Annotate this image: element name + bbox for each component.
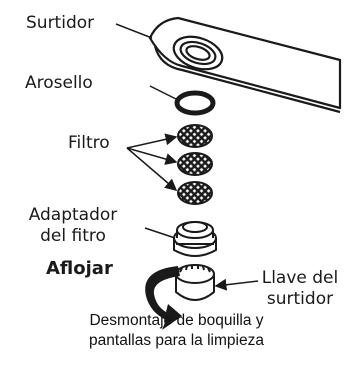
spout-wrench xyxy=(175,264,215,301)
oring-leader xyxy=(149,85,179,101)
caption-line1: Desmontaje de boquilla y xyxy=(89,312,264,329)
spout xyxy=(148,16,342,114)
filter-screen-1 xyxy=(177,124,213,148)
wrench-label-line1: Llave del xyxy=(261,268,339,288)
leader-lines xyxy=(115,23,259,291)
adapter-leader xyxy=(144,227,176,239)
adapter-label: Adaptador del fitro xyxy=(7,205,139,247)
wrench-label: Llave del surtidor xyxy=(252,268,348,310)
wrench-label-line2: surtidor xyxy=(266,289,334,309)
spout-leader xyxy=(115,23,153,39)
filter-screen-3 xyxy=(177,181,213,205)
filter-adapter xyxy=(173,221,217,257)
wrench-leader xyxy=(214,278,259,291)
figure-caption: Desmontaje de boquilla y pantallas para … xyxy=(0,311,353,351)
filter-label: Filtro xyxy=(68,133,110,153)
loosen-label: Aflojar xyxy=(46,258,113,279)
filter-leader-1 xyxy=(126,133,178,149)
filter-leader-2 xyxy=(126,147,178,165)
loosen-arrow-icon xyxy=(145,266,182,330)
caption-line2: pantallas para la limpieza xyxy=(89,332,264,349)
spout-label: Surtidor xyxy=(26,13,95,33)
oring-label: Arosello xyxy=(25,73,93,93)
o-ring xyxy=(174,90,216,116)
filter-leader-3 xyxy=(126,147,178,191)
filter-screens xyxy=(177,124,213,205)
adapter-label-line2: del fitro xyxy=(40,226,106,246)
filter-screen-2 xyxy=(177,152,213,176)
adapter-label-line1: Adaptador xyxy=(28,205,118,225)
